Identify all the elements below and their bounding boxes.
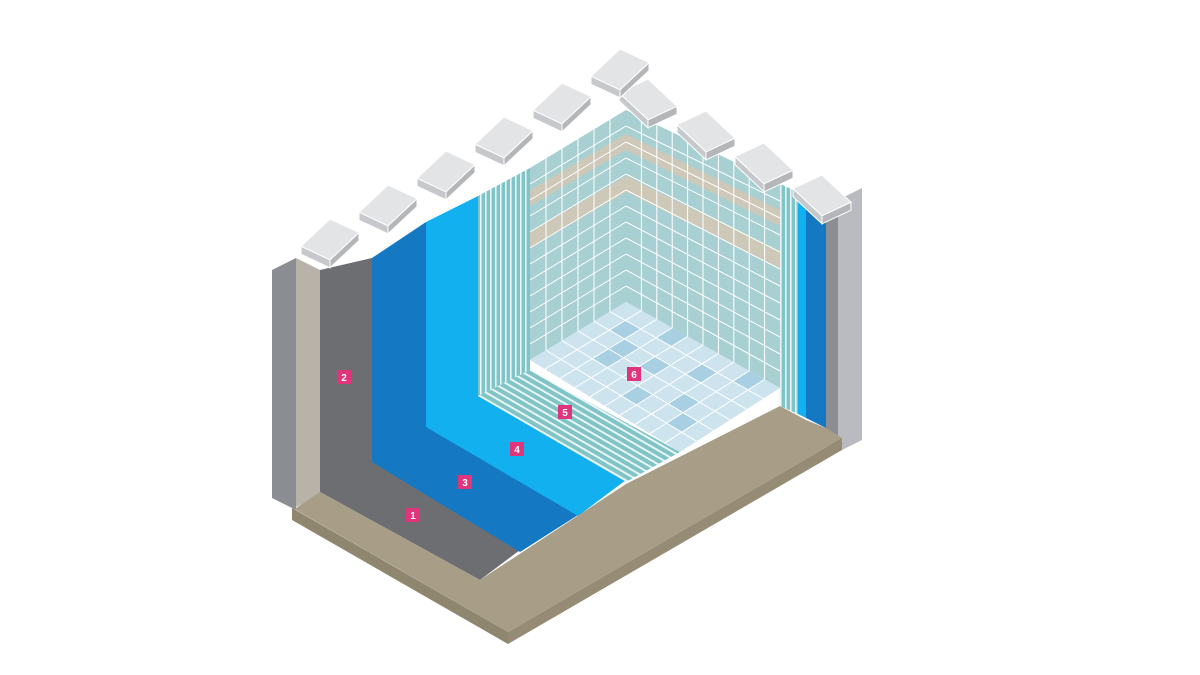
layer-label-2-text: 2 [341, 373, 347, 384]
layer-label-5: 5 [558, 405, 572, 419]
layer-label-4: 4 [510, 442, 524, 456]
layer-label-6: 6 [627, 367, 641, 381]
layer-label-2: 2 [337, 370, 351, 384]
right-substrate-face [826, 200, 838, 452]
right-membrane-dark [806, 196, 826, 428]
left-substrate-wall [272, 258, 296, 510]
layer-label-3: 3 [458, 475, 472, 489]
right-adhesive [780, 184, 798, 414]
layer-label-5-text: 5 [562, 408, 568, 419]
right-substrate-wall [838, 188, 862, 452]
left-render-band [296, 258, 320, 507]
left-adhesive [478, 168, 530, 396]
layer-label-3-text: 3 [462, 478, 468, 489]
layer-label-6-text: 6 [631, 370, 637, 381]
layer-label-1: 1 [406, 508, 420, 522]
layer-label-1-text: 1 [410, 511, 416, 522]
right-membrane-light [798, 192, 806, 418]
layer-label-4-text: 4 [514, 445, 520, 456]
